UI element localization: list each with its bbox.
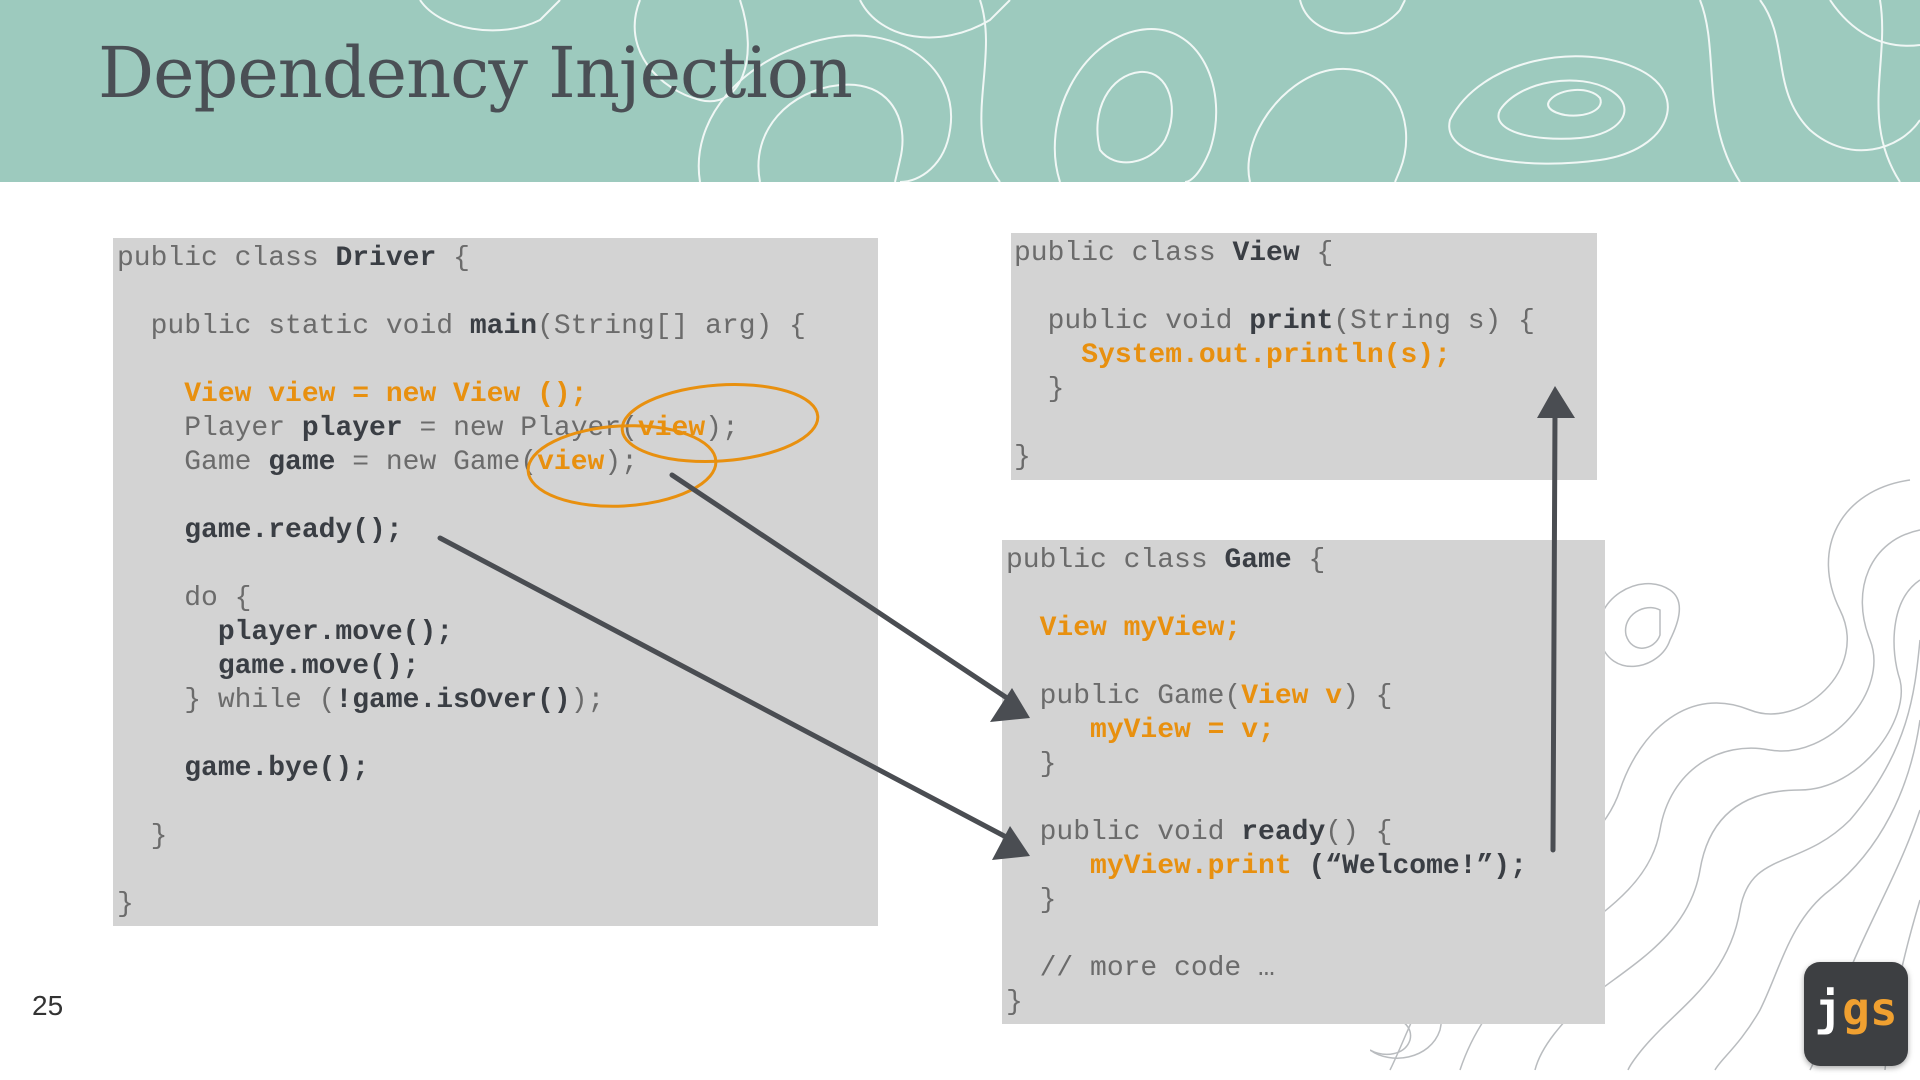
view-decl-keyword: public class — [1014, 238, 1233, 269]
game-view-arg: view — [537, 447, 605, 478]
jgs-logo: jgs — [1804, 962, 1908, 1066]
print-close-brace: } — [1014, 374, 1065, 405]
ready-decl-params: () { — [1325, 817, 1393, 848]
game-var: game — [268, 447, 336, 478]
game-close-brace: } — [1006, 987, 1023, 1018]
player-move-call: player.move(); — [117, 617, 454, 648]
slide-title: Dependency Injection — [98, 32, 853, 114]
println-call: System.out.println(s); — [1014, 340, 1451, 371]
driver-close-brace: } — [117, 889, 134, 920]
print-decl-keyword: public void — [1014, 306, 1250, 337]
logo-text: jgs — [1804, 982, 1908, 1036]
player-type: Player — [117, 413, 302, 444]
while-keyword: } while ( — [117, 685, 336, 716]
while-condition: !game.isOver() — [335, 685, 571, 716]
constructor-param: View v — [1241, 681, 1343, 712]
game-class-code-block: public class Game { View myView; public … — [1002, 540, 1605, 1024]
game-move-call: game.move(); — [117, 651, 420, 682]
main-method-name: main — [469, 311, 538, 342]
logo-text-j: j — [1814, 982, 1843, 1036]
driver-class-name: Driver — [335, 243, 437, 274]
main-close-brace: } — [117, 821, 168, 852]
view-instantiation-line: View view = new View (); — [117, 379, 588, 410]
ready-close-brace: } — [1006, 885, 1057, 916]
ready-method-name: ready — [1241, 817, 1326, 848]
logo-text-gs: gs — [1842, 982, 1898, 1036]
player-end: ); — [705, 413, 739, 444]
game-ready-call: game.ready(); — [117, 515, 403, 546]
view-decl-brace: { — [1299, 238, 1334, 269]
do-keyword: do { — [117, 583, 252, 614]
print-decl-params: (String s) { — [1333, 306, 1535, 337]
game-decl-keyword: public class — [1006, 545, 1225, 576]
game-code: public class Game { View myView; public … — [1006, 544, 1527, 1020]
game-bye-call: game.bye(); — [117, 753, 370, 784]
page-number: 25 — [32, 990, 64, 1021]
view-close-brace: } — [1014, 442, 1031, 473]
driver-class-code-block: public class Driver { public static void… — [113, 238, 878, 926]
more-code-comment: // more code … — [1006, 953, 1275, 984]
game-type: Game — [117, 447, 269, 478]
constructor-keyword: public Game( — [1006, 681, 1242, 712]
player-view-arg: view — [637, 413, 706, 444]
print-method-name: print — [1249, 306, 1334, 337]
main-decl-params: (String[] arg) { — [537, 311, 806, 342]
player-new: = new Player( — [402, 413, 638, 444]
player-var: player — [301, 413, 403, 444]
driver-decl-keyword: public class — [117, 243, 336, 274]
title-banner: Dependency Injection — [0, 0, 1920, 182]
view-class-code-block: public class View { public void print(St… — [1011, 233, 1597, 480]
game-class-name: Game — [1224, 545, 1292, 576]
driver-code: public class Driver { public static void… — [117, 242, 806, 922]
view-class-name: View — [1232, 238, 1300, 269]
topographic-pattern-icon — [419, 0, 1920, 182]
myview-assignment: myView = v; — [1006, 715, 1275, 746]
constructor-brace: ) { — [1342, 681, 1393, 712]
driver-decl-brace: { — [436, 243, 470, 274]
game-end: ); — [604, 447, 638, 478]
view-code: public class View { public void print(St… — [1014, 237, 1535, 475]
myview-print-call: myView.print — [1006, 851, 1309, 882]
welcome-argument: (“Welcome!”); — [1308, 851, 1527, 882]
while-end: ); — [570, 685, 605, 716]
myview-field: View myView; — [1006, 613, 1242, 644]
constructor-close-brace: } — [1006, 749, 1057, 780]
main-decl-keyword: public static void — [117, 311, 470, 342]
game-decl-brace: { — [1291, 545, 1326, 576]
game-new: = new Game( — [335, 447, 538, 478]
ready-decl-keyword: public void — [1006, 817, 1242, 848]
